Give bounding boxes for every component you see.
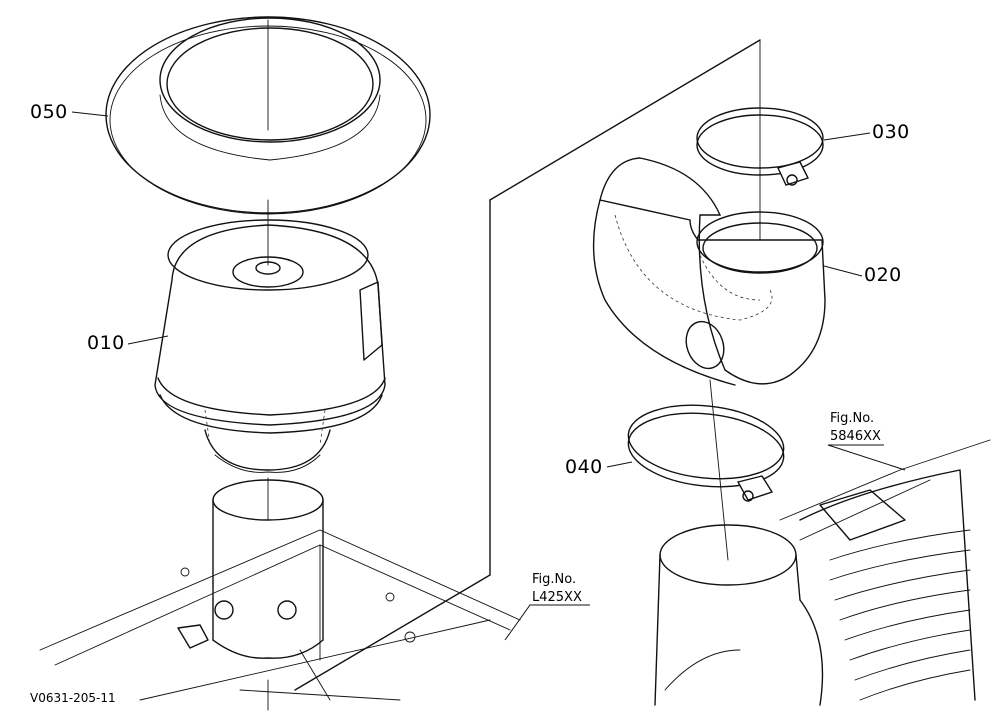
drawing-code: V0631-205-11: [30, 691, 116, 705]
part-label-050: 050: [30, 101, 68, 123]
air-cleaner-body-010: [154, 219, 386, 473]
part-label-010: 010: [87, 332, 125, 354]
part-label-020: 020: [864, 264, 902, 286]
hose-clamp-040: [627, 404, 785, 502]
fig-ref-title-2: Fig.No.: [532, 572, 577, 587]
intake-pipe-base: [39, 479, 521, 701]
part-label-040: 040: [565, 456, 603, 478]
part-label-030: 030: [872, 121, 910, 143]
elbow-020: [592, 157, 826, 386]
axis-line-right-low: [709, 379, 729, 561]
lower-pipe-housing: [654, 439, 991, 706]
panel-bottom-edge: [294, 574, 491, 691]
fig-ref-title-1: Fig.No.: [830, 411, 875, 426]
fig-ref-number-2: L425XX: [532, 590, 582, 605]
fig-ref-number-1: 5846XX: [830, 429, 881, 444]
hose-clamp-030: [696, 107, 824, 186]
leader-lines: [71, 111, 906, 641]
panel-top-edge: [489, 39, 761, 201]
